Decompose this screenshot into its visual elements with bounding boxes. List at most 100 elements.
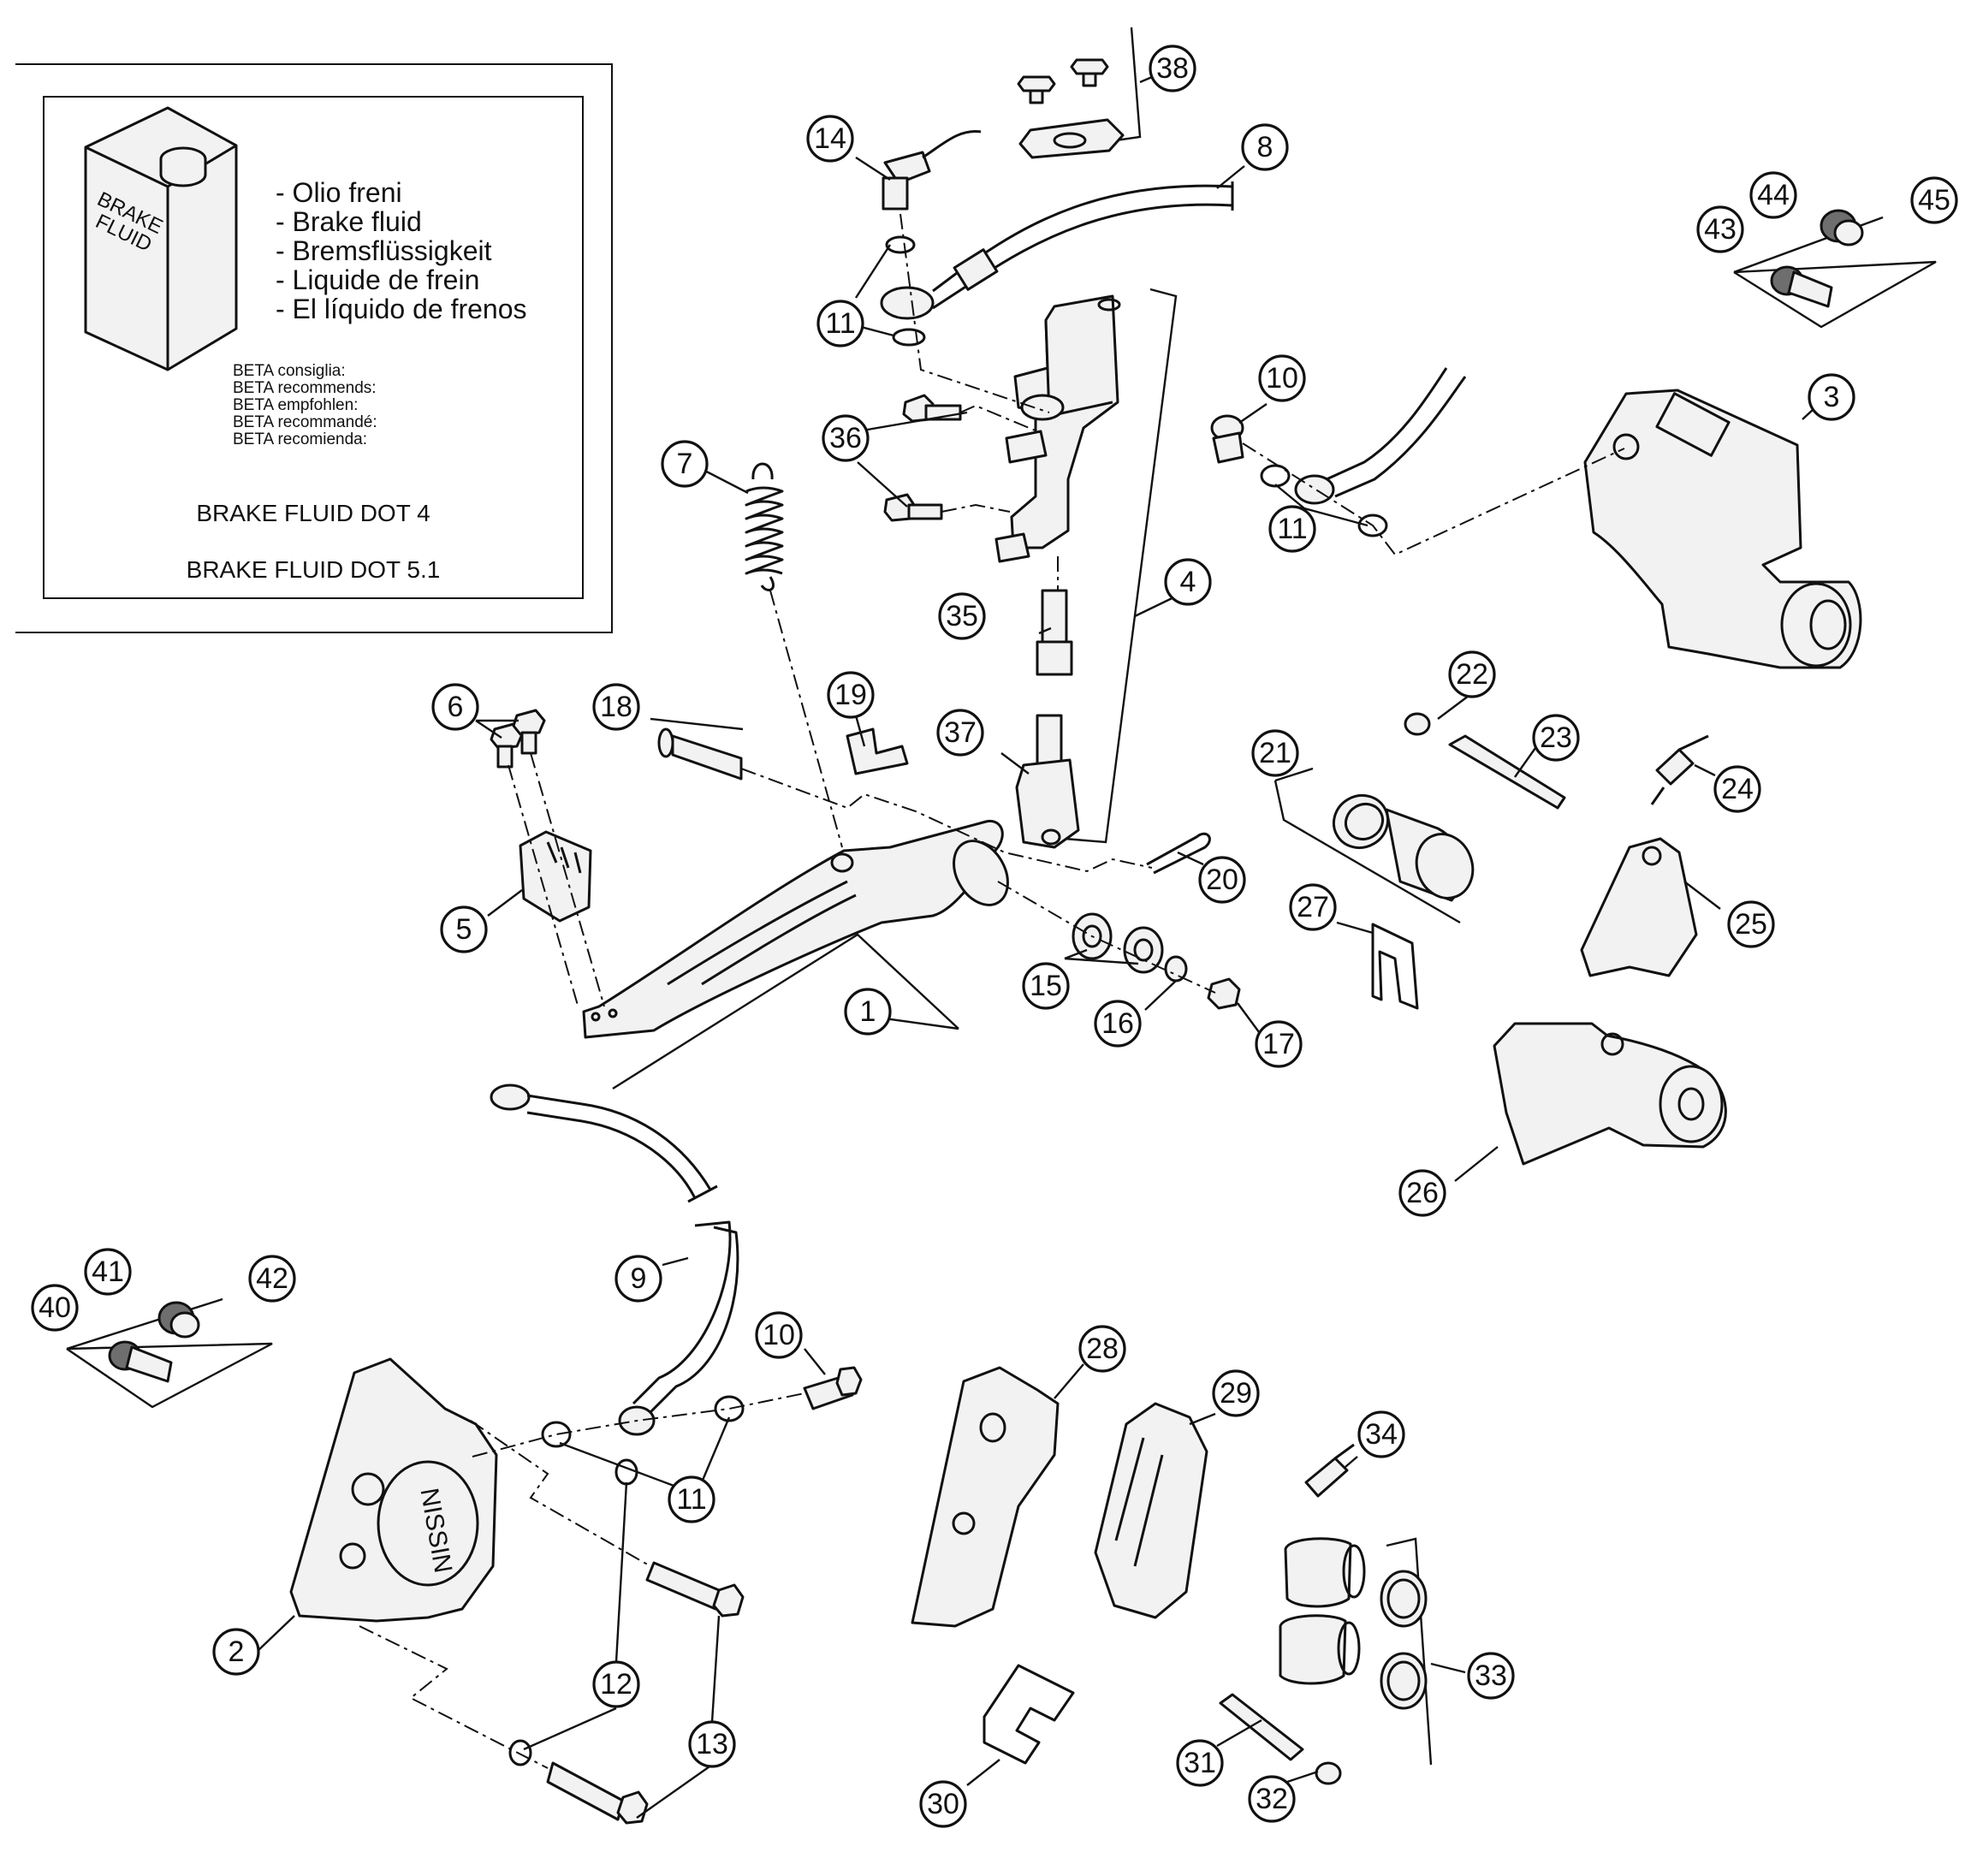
callout-41: 41 [84, 1248, 132, 1296]
brake-fluid-can-icon: BRAKE FLUID [84, 106, 238, 371]
callout-43: 43 [1696, 205, 1744, 253]
callout-9: 9 [614, 1255, 662, 1303]
svg-text:11: 11 [825, 307, 855, 340]
callout-30: 30 [919, 1780, 967, 1828]
svg-text:7: 7 [677, 448, 693, 480]
callout-3: 3 [1808, 373, 1855, 421]
svg-text:36: 36 [829, 422, 862, 454]
assembly-line-pivot [740, 768, 1153, 873]
recommend-es: BETA recomienda: [233, 430, 368, 448]
callout-18: 18 [592, 683, 640, 731]
callout-4: 4 [1164, 558, 1212, 606]
callout-26: 26 [1398, 1169, 1446, 1217]
rear-brake-hose-upper [932, 181, 1234, 310]
svg-text:41: 41 [92, 1256, 124, 1288]
caliper-mount-bolts [508, 1458, 745, 1825]
assembly-line-bolts-master [959, 404, 1038, 432]
callout-8: 8 [1241, 123, 1289, 171]
rear-caliper-bracket [1493, 1022, 1727, 1166]
svg-text:31: 31 [1184, 1747, 1216, 1779]
callout-29: 29 [1212, 1369, 1260, 1417]
clevis-pin-part [846, 727, 909, 775]
upper-caliper-washers [1260, 464, 1388, 537]
svg-text:9: 9 [631, 1262, 647, 1295]
pushrod-part [1015, 589, 1080, 849]
bleed-valve-rear [1650, 734, 1709, 805]
banjo-fitting-part [880, 130, 982, 347]
svg-text:45: 45 [1918, 184, 1950, 217]
callout-36: 36 [822, 414, 870, 462]
svg-text:37: 37 [944, 716, 977, 749]
svg-text:14: 14 [814, 122, 846, 155]
banjo-bolt-upper [1210, 414, 1244, 464]
callout-31: 31 [1176, 1739, 1224, 1787]
callout-15: 15 [1022, 962, 1070, 1010]
svg-text:11: 11 [1277, 513, 1307, 545]
legend-outer-frame [15, 63, 613, 633]
rear-master-cylinder-part [994, 294, 1121, 563]
svg-text:25: 25 [1735, 908, 1767, 941]
svg-text:20: 20 [1206, 864, 1238, 896]
assembly-line-spring [769, 590, 843, 848]
svg-text:16: 16 [1101, 1007, 1134, 1040]
return-spring-part [745, 462, 784, 591]
callout-2: 2 [212, 1628, 260, 1676]
callout-33: 33 [1467, 1652, 1515, 1700]
callout-37: 37 [936, 709, 984, 757]
rear-caliper-part [1583, 389, 1862, 669]
recommend-fr: BETA recommandé: [233, 413, 377, 431]
assembly-line-bearings [997, 881, 1216, 994]
spec-dot51: BRAKE FLUID DOT 5.1 [186, 556, 441, 583]
cotter-pin-part [1146, 832, 1211, 875]
callout-25: 25 [1727, 900, 1775, 948]
rear-piston-set [1332, 793, 1475, 902]
callout-10-lower: 10 [755, 1311, 803, 1359]
svg-text:32: 32 [1256, 1783, 1288, 1815]
svg-text:21: 21 [1259, 737, 1291, 769]
pedal-bearings-part [1072, 912, 1241, 1010]
callout-21: 21 [1251, 729, 1299, 777]
svg-text:11: 11 [676, 1483, 706, 1516]
svg-text:40: 40 [39, 1291, 71, 1324]
svg-text:3: 3 [1824, 381, 1840, 413]
banjo-bolt-set-upper [1770, 209, 1864, 308]
callout-11-caliper: 11 [1268, 505, 1316, 553]
banjo-bolt-lower [803, 1366, 863, 1410]
svg-text:27: 27 [1297, 891, 1329, 923]
spec-dot4: BRAKE FLUID DOT 4 [196, 500, 430, 526]
svg-text:5: 5 [456, 913, 472, 946]
callout-5: 5 [440, 905, 488, 953]
callout-11-master: 11 [816, 300, 864, 347]
master-cylinder-bolts [883, 394, 962, 522]
callout-24: 24 [1713, 765, 1761, 813]
fluid-name-es: - El líquido de frenos [276, 294, 527, 324]
svg-text:6: 6 [448, 691, 464, 723]
svg-text:8: 8 [1257, 131, 1273, 163]
callout-19: 19 [827, 671, 875, 719]
svg-text:2: 2 [229, 1636, 245, 1668]
callout-12: 12 [592, 1660, 640, 1708]
svg-text:18: 18 [600, 691, 632, 723]
callout-28: 28 [1078, 1325, 1126, 1373]
svg-text:30: 30 [927, 1788, 959, 1820]
svg-text:28: 28 [1086, 1333, 1119, 1365]
recommend-en: BETA recommends: [233, 379, 377, 397]
svg-text:1: 1 [860, 995, 876, 1028]
svg-text:34: 34 [1365, 1418, 1398, 1451]
svg-text:33: 33 [1475, 1659, 1507, 1692]
front-caliper-part: NISSIN [289, 1357, 498, 1623]
callout-42: 42 [248, 1255, 296, 1303]
callout-22: 22 [1448, 650, 1496, 698]
footrest-bolts [490, 709, 546, 769]
svg-text:23: 23 [1540, 721, 1572, 754]
svg-text:35: 35 [946, 600, 978, 632]
front-piston-set [1279, 1537, 1428, 1710]
front-pad-pin [1219, 1693, 1304, 1761]
assembly-line-caliper-front [472, 1392, 805, 1457]
callout-44: 44 [1749, 171, 1797, 219]
assembly-line-hose-master [899, 213, 1050, 413]
callout-14: 14 [806, 115, 854, 163]
callout-7: 7 [661, 440, 709, 488]
callout-16: 16 [1094, 1000, 1142, 1048]
